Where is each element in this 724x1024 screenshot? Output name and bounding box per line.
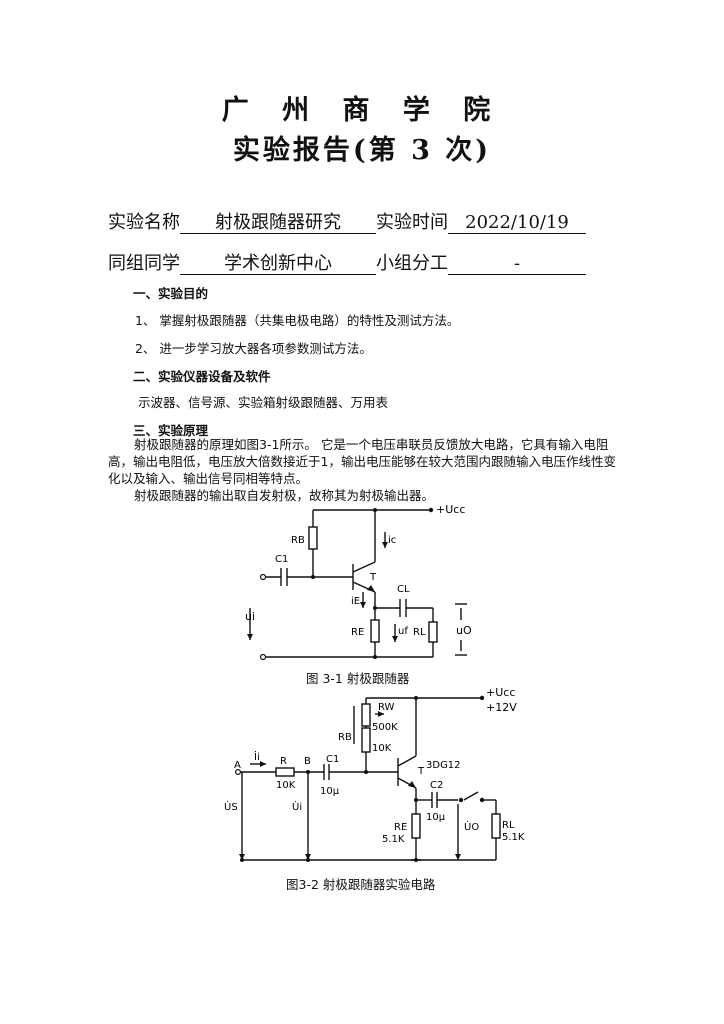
fig2-rb-label: RB [338, 732, 352, 743]
figure-3-2-caption: 图3-2 射极跟随器实验电路 [286, 877, 436, 892]
fig1-uo-label: uO [456, 624, 472, 637]
group-role-value: - [448, 254, 586, 275]
report-title: 实验报告(第 3 次) [232, 135, 492, 166]
fig1-c1-label: C1 [275, 554, 288, 565]
experiment-time-label: 实验时间 [376, 212, 448, 233]
fig2-rb-value: 10K [372, 743, 392, 754]
group-role-label: 小组分工 [376, 253, 448, 274]
fig1-vcc-label: +Ucc [436, 503, 465, 516]
purpose-item-2: 2、 进一步学习放大器各项参数测试方法。 [135, 341, 372, 356]
info-row-2: 同组同学学术创新中心小组分工- [108, 249, 586, 275]
fig2-model-label: 3DG12 [426, 760, 461, 771]
fig2-rl-label: RL [502, 820, 515, 831]
fig2-r-label: R [280, 756, 287, 767]
emitter-follower-circuit: +Ucc RB ic C1 T CL iE RE uf RL uO ui [245, 503, 472, 661]
fig1-ic-label: ic [388, 535, 396, 546]
fig1-ui-label: ui [245, 610, 255, 623]
fig2-rw-value: 500K [372, 722, 398, 733]
experiment-name-value: 射极跟随器研究 [180, 213, 376, 234]
principle-paragraph-1: 射极跟随器的原理如图3-1所示。 它是一个电压串联员反馈放大电路，它具有输入电阻… [108, 437, 616, 486]
fig1-rb-label: RB [291, 535, 305, 546]
fig2-c2-label: C2 [430, 780, 443, 791]
fig2-node-b: B [304, 756, 311, 767]
fig2-c1-label: C1 [326, 754, 339, 765]
school-title: 广 州 商 学 院 [221, 95, 503, 126]
experiment-time-value: 2022/10/19 [448, 213, 586, 234]
section-purpose-heading: 一、实验目的 [133, 286, 209, 301]
fig1-ie-label: iE [351, 596, 360, 607]
section-equipment-heading: 二、实验仪器设备及软件 [133, 369, 271, 384]
fig2-r-value: 10K [276, 780, 296, 791]
purpose-item-1: 1、 掌握射极跟随器（共集电极电路）的特性及测试方法。 [135, 313, 460, 328]
fig1-re-label: RE [351, 627, 364, 638]
section-principle-heading: 三、实验原理 [133, 423, 209, 438]
fig2-12v-label: +12V [486, 701, 517, 714]
fig2-t-label: T [417, 766, 425, 777]
fig2-rl-value: 5.1K [502, 832, 525, 843]
emitter-follower-test-circuit: +Ucc +12V RW 500K RB 10K A İi R 10K B C1… [224, 686, 525, 862]
group-members-label: 同组同学 [108, 253, 180, 274]
experiment-name-label: 实验名称 [108, 212, 180, 233]
figure-3-1-caption: 图 3-1 射极跟随器 [306, 671, 410, 686]
fig2-c1-value: 10μ [320, 786, 340, 797]
fig2-ui-label: U̇i [292, 800, 302, 813]
fig2-node-a: A [234, 760, 241, 771]
group-members-value: 学术创新中心 [180, 254, 376, 275]
fig1-uf-label: uf [398, 626, 408, 637]
fig2-ii-label: İi [254, 750, 260, 763]
fig2-c2-value: 10μ [426, 812, 446, 823]
fig2-rw-label: RW [378, 702, 395, 713]
fig1-rl-label: RL [413, 627, 426, 638]
fig2-re-value: 5.1K [382, 834, 405, 845]
fig2-re-label: RE [394, 822, 407, 833]
fig1-t-label: T [369, 572, 377, 583]
equipment-text: 示波器、信号源、实验箱射级跟随器、万用表 [138, 395, 389, 410]
fig2-uo-label: U̇O [464, 820, 479, 833]
fig2-us-label: U̇S [224, 800, 238, 813]
fig1-cl-label: CL [397, 584, 410, 595]
principle-paragraph-2: 射极跟随器的输出取自发射极，故称其为射极输出器。 [134, 488, 435, 503]
fig2-vcc-label: +Ucc [486, 686, 515, 699]
